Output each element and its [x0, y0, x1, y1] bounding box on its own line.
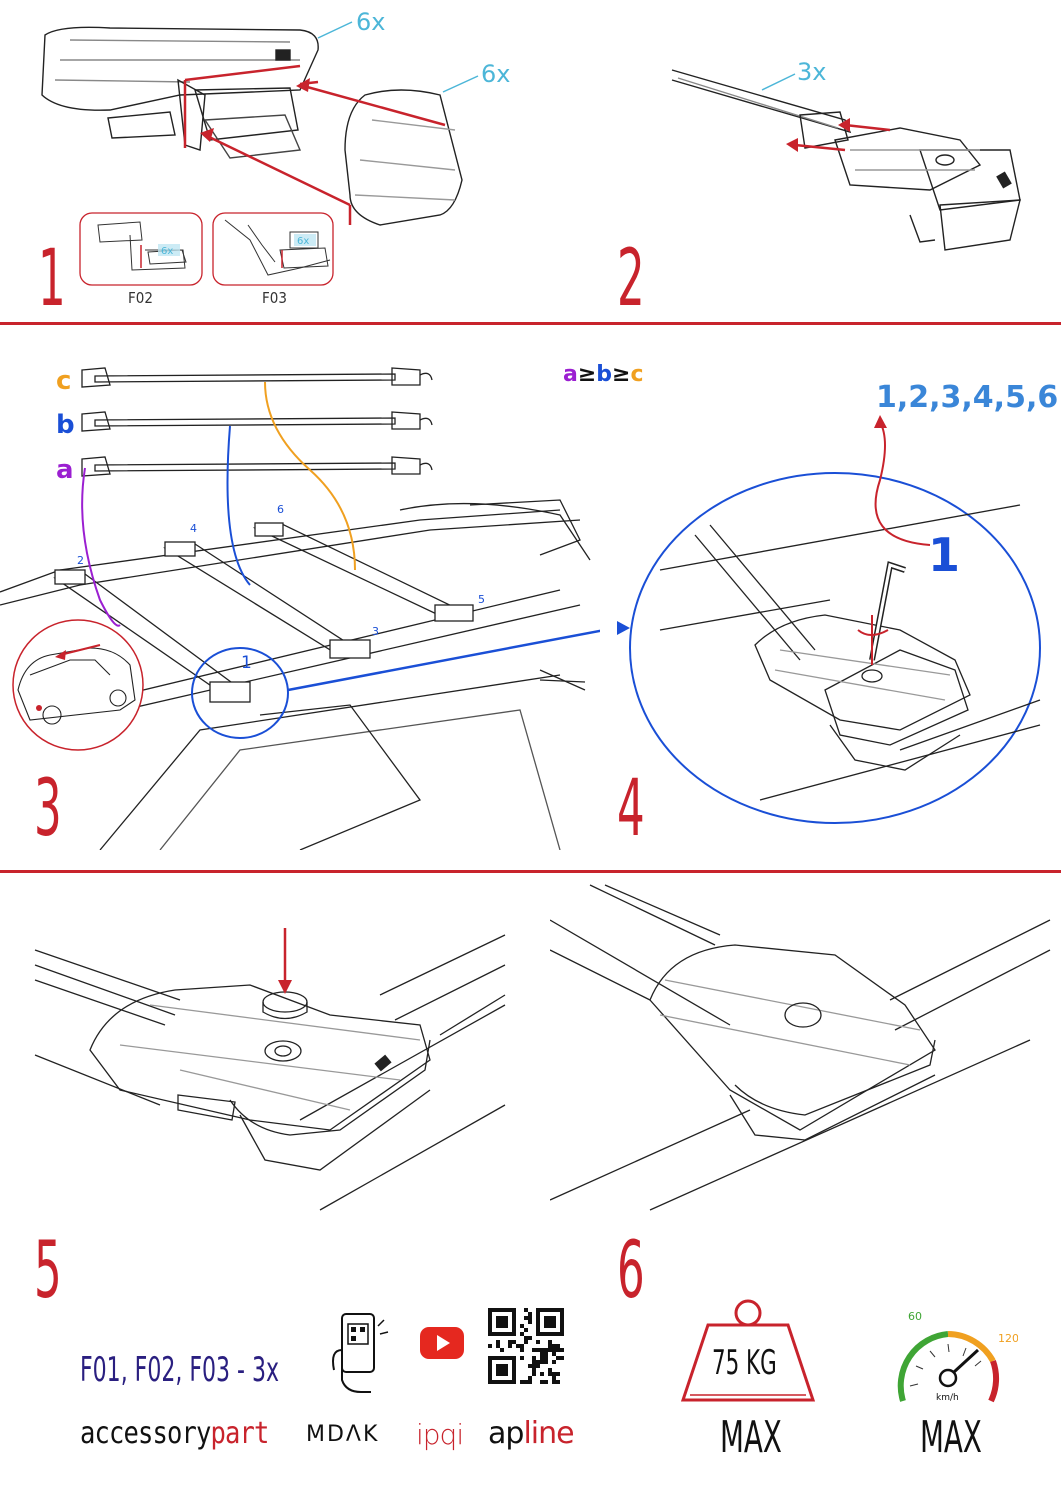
step-number-4: 4	[617, 764, 645, 854]
order-rule: a≥b≥c	[563, 362, 644, 387]
pos-6: 6	[277, 503, 284, 516]
speedometer-icon: 60 120 km/h	[897, 1310, 1018, 1403]
brand-ap-text: ap	[488, 1416, 524, 1451]
section-divider-top	[0, 322, 1061, 325]
pos-2: 2	[77, 554, 84, 567]
step-2-illustration: 3x	[671, 58, 1021, 251]
step-number-2: 2	[617, 234, 645, 324]
order-ge-2: ≥	[612, 362, 631, 387]
qr-code-icon	[488, 1308, 564, 1384]
count-6x-top: 6x	[356, 8, 385, 36]
brand-line-text: line	[523, 1416, 574, 1451]
step-5-panel	[0, 880, 550, 1220]
allen-key-icon	[869, 561, 906, 661]
step-4-illustration	[617, 415, 1041, 824]
section-divider-bottom	[0, 870, 1061, 873]
step-3-panel: 2 4 6 3 5 1	[0, 330, 600, 850]
order-b: b	[596, 362, 613, 387]
phone-qr-icon	[332, 1313, 389, 1393]
step-number-3: 3	[34, 764, 62, 854]
tightening-sequence: 1,2,3,4,5,6	[876, 380, 1059, 415]
step-number-1: 1	[38, 234, 66, 324]
weight-max: MAX	[720, 1412, 782, 1463]
brand-accessory-text: accessory	[80, 1416, 211, 1451]
brand-part-text: part	[210, 1416, 270, 1451]
step-5-illustration	[34, 928, 506, 1211]
order-ge-1: ≥	[577, 362, 597, 387]
brand-accessorypart: accessorypart	[80, 1416, 269, 1451]
count-3x: 3x	[797, 58, 826, 86]
inset-label-f03: F03	[262, 289, 287, 307]
step-2-panel: 3x	[600, 0, 1061, 322]
pos-3: 3	[372, 625, 379, 638]
step-1-illustration: 6x 6x 6x 6x F02 F03	[41, 8, 510, 307]
speed-tick-min: 60	[908, 1310, 922, 1323]
bar-label-c: c	[56, 366, 72, 396]
step-number-5: 5	[34, 1226, 62, 1316]
inset-count-right: 6x	[297, 236, 309, 247]
brand-ipqi: ipqi	[416, 1418, 464, 1451]
fittings-note: F01, F02, F03 - 3x	[80, 1350, 280, 1390]
step-6-panel	[550, 880, 1061, 1220]
step-1-panel: 6x 6x 6x 6x F02 F03	[0, 0, 560, 322]
bar-label-a: a	[56, 455, 74, 485]
step-4-panel	[600, 330, 1061, 850]
inset-label-f02: F02	[128, 289, 153, 307]
speed-tick-max: 120	[998, 1332, 1018, 1345]
key-label-1: 1	[928, 528, 961, 582]
pos-4: 4	[190, 522, 197, 535]
brand-mdak: MDΛK	[306, 1422, 380, 1447]
weight-value: 75 KG	[712, 1343, 777, 1383]
weight-icon	[680, 1299, 816, 1402]
order-c: c	[630, 362, 644, 387]
step-6-illustration	[550, 884, 1051, 1211]
youtube-icon	[420, 1327, 464, 1359]
speed-unit: km/h	[936, 1393, 959, 1403]
inset-count-left: 6x	[161, 246, 173, 257]
count-6x-right: 6x	[481, 60, 510, 88]
speed-max: MAX	[920, 1412, 982, 1463]
pos-1: 1	[241, 653, 252, 673]
brand-apline: apline	[488, 1416, 575, 1451]
pos-5: 5	[478, 593, 485, 606]
step-number-6: 6	[617, 1226, 645, 1316]
step-3-illustration: 2 4 6 3 5 1	[0, 367, 600, 850]
order-a: a	[563, 362, 578, 387]
bar-label-b: b	[56, 410, 75, 440]
